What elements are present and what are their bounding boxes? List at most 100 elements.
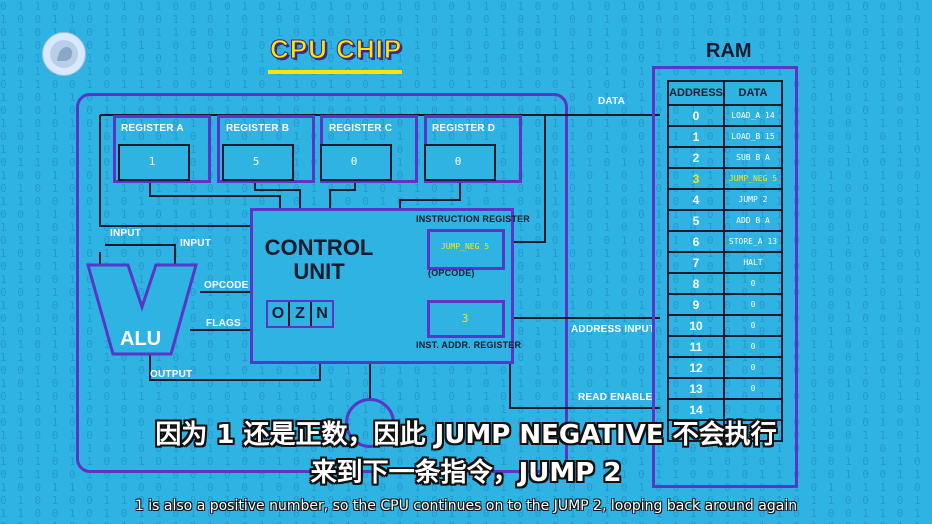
ram-address-cell: 14	[667, 398, 725, 421]
ram-address-cell: 7	[667, 251, 725, 274]
instruction-register-box	[427, 229, 505, 270]
subtitle-zh-line2: 来到下一条指令，JUMP 2	[310, 458, 622, 488]
ram-data-cell: LOAD_B 15	[723, 125, 783, 148]
register-a-label: REGISTER A	[121, 123, 184, 134]
alu-input2-label: INPUT	[180, 238, 211, 249]
alu-label: ALU	[120, 328, 162, 350]
ram-data-cell: JUMP 2	[723, 188, 783, 211]
ram-address-cell: 1	[667, 125, 725, 148]
inst-addr-register-value: 3	[461, 312, 469, 325]
ram-outline	[652, 66, 798, 488]
ram-data-cell: ADD B A	[723, 209, 783, 232]
flags-group: O Z N	[266, 300, 334, 328]
clock-icon	[345, 398, 395, 448]
ram-title: RAM	[706, 40, 752, 62]
alu-opcode-label: OPCODE	[204, 280, 249, 291]
ram-address-cell: ...	[667, 419, 725, 442]
register-a-box	[113, 115, 211, 183]
register-c-value: 0	[350, 155, 358, 168]
ram-address-cell: 10	[667, 314, 725, 337]
ram-data-cell: ...	[723, 419, 783, 442]
register-c-label: REGISTER C	[329, 123, 393, 134]
ram-address-cell: 11	[667, 335, 725, 358]
instruction-register-label: INSTRUCTION REGISTER	[416, 214, 531, 224]
ram-data-cell: 0	[723, 335, 783, 358]
ram-data-cell: 0	[723, 272, 783, 295]
register-b-box	[217, 115, 315, 183]
ram-row: ......	[667, 419, 783, 442]
ram-address-cell: 13	[667, 377, 725, 400]
control-unit-title: CONTROL UNIT	[264, 236, 374, 284]
register-a-field	[118, 144, 190, 181]
alu-output-label: OUTPUT	[150, 369, 193, 380]
ram-data-cell: HALT	[723, 251, 783, 274]
ram-data-cell: 0	[723, 377, 783, 400]
ram-address-cell: 8	[667, 272, 725, 295]
register-d-field	[424, 144, 496, 181]
ram-data-cell: 0	[723, 293, 783, 316]
ram-row: 14	[667, 398, 783, 421]
subtitle-en: 1 is also a positive number, so the CPU …	[134, 498, 798, 514]
flag-z: Z	[290, 302, 312, 326]
ram-address-cell: 2	[667, 146, 725, 169]
opcode-sublabel: (OPCODE)	[428, 268, 475, 278]
flag-n: N	[316, 305, 328, 322]
control-unit-line2: UNIT	[293, 259, 345, 284]
ram-address-cell: 6	[667, 230, 725, 253]
address-input-label: ADDRESS INPUT	[571, 324, 656, 335]
inst-addr-register-box	[427, 300, 505, 338]
ram-data-cell: 0	[723, 356, 783, 379]
title-underline	[268, 70, 402, 74]
register-a-value: 1	[148, 155, 156, 168]
register-d-value: 0	[454, 155, 462, 168]
ram-data-cell	[723, 398, 783, 421]
control-unit-line1: CONTROL	[264, 235, 374, 260]
ram-data-cell: 0	[723, 314, 783, 337]
subtitle-zh-line1: 因为 1 还是正数，因此 JUMP NEGATIVE 不会执行	[155, 420, 777, 450]
inst-addr-register-label: INST. ADDR. REGISTER	[416, 340, 522, 350]
ram-address-cell: 12	[667, 356, 725, 379]
ram-data-cell: SUB B A	[723, 146, 783, 169]
control-unit-box	[250, 208, 514, 364]
pbs-logo-icon	[42, 32, 86, 76]
alu-shape	[86, 263, 198, 356]
register-b-label: REGISTER B	[226, 123, 290, 134]
register-b-field	[222, 144, 294, 181]
register-c-field	[320, 144, 392, 181]
read-enable-label: READ ENABLE	[578, 392, 653, 403]
ram-address-cell: 9	[667, 293, 725, 316]
ram-data-cell: STORE_A 13	[723, 230, 783, 253]
ram-address-cell: 0	[667, 104, 725, 127]
data-bus-label: DATA	[598, 96, 626, 107]
ram-header-data: DATA	[723, 80, 783, 106]
ram-address-cell: 5	[667, 209, 725, 232]
instruction-register-value: JUMP_NEG 5	[440, 242, 490, 251]
cpu-chip-outline	[76, 93, 568, 473]
register-d-label: REGISTER D	[432, 123, 496, 134]
ram-address-cell: 4	[667, 188, 725, 211]
ram-address-cell: 3	[667, 167, 725, 190]
cpu-chip-title: CPU CHIP	[269, 34, 403, 65]
register-b-value: 5	[252, 155, 260, 168]
ram-data-cell: JUMP_NEG 5	[723, 167, 783, 190]
alu-input1-label: INPUT	[110, 228, 141, 239]
alu-flags-label: FLAGS	[206, 318, 241, 329]
flag-o: O	[268, 302, 290, 326]
ram-header-address: ADDRESS	[667, 80, 725, 106]
ram-data-cell: LOAD_A 14	[723, 104, 783, 127]
